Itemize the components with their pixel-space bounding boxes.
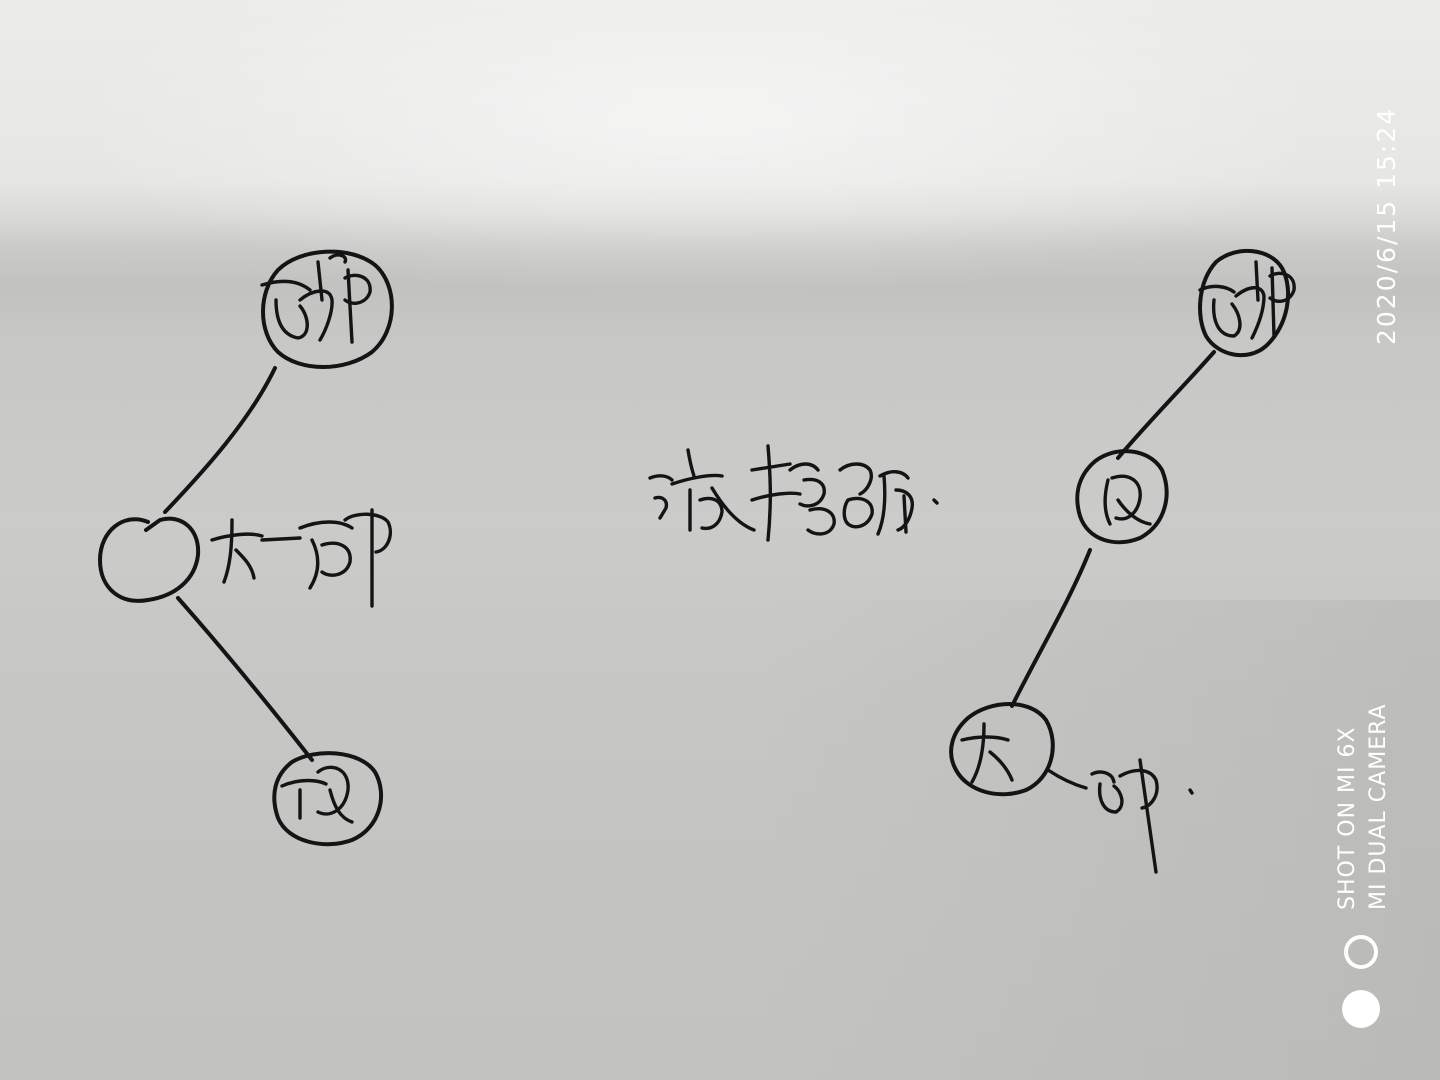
left-top-node bbox=[260, 249, 394, 369]
paper-shade bbox=[760, 600, 1440, 1080]
right-middle-node bbox=[1075, 449, 1169, 545]
watermark-device: SHOT ON MI 6X bbox=[1335, 726, 1360, 910]
left-edge-upper bbox=[163, 366, 277, 514]
center-handwritten-label bbox=[648, 444, 939, 542]
left-middle-node bbox=[98, 516, 201, 603]
right-top-node bbox=[1198, 249, 1296, 357]
watermark-ring-icon bbox=[1344, 935, 1378, 969]
left-middle-label bbox=[210, 508, 393, 608]
camera-watermark: 2020/6/15 15:24 SHOT ON MI 6X MI DUAL CA… bbox=[1330, 0, 1440, 1080]
right-edge-upper bbox=[1116, 350, 1216, 460]
right-bottom-node bbox=[949, 702, 1055, 797]
left-edge-lower bbox=[176, 596, 314, 762]
watermark-camera: MI DUAL CAMERA bbox=[1366, 703, 1391, 910]
right-tree bbox=[949, 249, 1296, 874]
right-bottom-label bbox=[1046, 758, 1194, 874]
watermark-dot-icon bbox=[1342, 990, 1380, 1028]
watermark-datetime: 2020/6/15 15:24 bbox=[1372, 106, 1401, 345]
left-bottom-node bbox=[272, 751, 384, 847]
left-tree bbox=[98, 249, 394, 847]
right-edge-lower bbox=[1010, 548, 1092, 708]
